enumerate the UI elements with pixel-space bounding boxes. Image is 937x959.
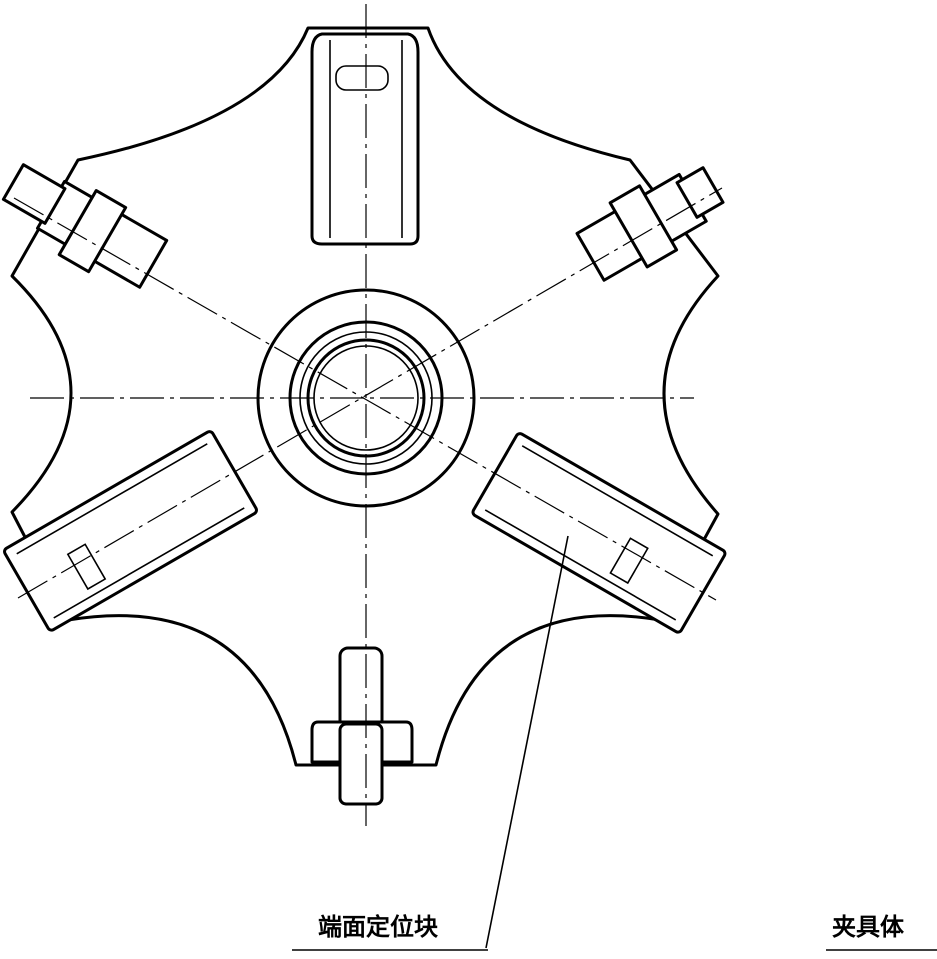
top-block-slot [335, 65, 389, 91]
upper-left-clamp [1, 163, 169, 289]
upper-right-clamp [575, 166, 725, 282]
fixture-body-label: 夹具体 [832, 912, 904, 941]
bottom-nut-bolt-overlap [338, 722, 384, 806]
leader-line-block [485, 535, 569, 949]
center-line-diagonal-2 [17, 187, 723, 599]
lower-left-block [3, 430, 258, 632]
center-line-diagonal-1 [13, 197, 717, 601]
end-face-block-label: 端面定位块 [318, 912, 438, 941]
